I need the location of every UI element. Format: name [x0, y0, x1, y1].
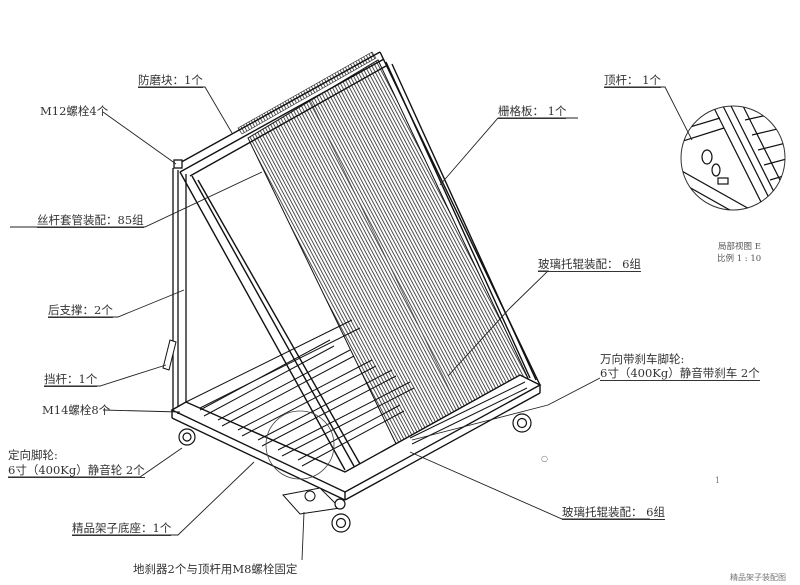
caster-right — [512, 413, 532, 433]
detail-view-e — [680, 105, 786, 211]
label-glass-roller-top: 玻璃托辊装配： 6组 — [538, 257, 641, 272]
label-fixed-caster-spec: 6寸（400Kg）静音轮 2个 — [8, 463, 145, 478]
label-m14-bolts: M14螺栓8个 — [42, 403, 111, 417]
casters — [178, 413, 532, 533]
label-glass-roller-bottom: 玻璃托辊装配： 6组 — [562, 505, 665, 520]
label-screw-sleeve: 丝杆套管装配：85组 — [37, 213, 144, 228]
floor-brake — [282, 487, 342, 515]
label-wear-block: 防磨块：1个 — [138, 73, 203, 88]
caster-front — [331, 513, 351, 533]
rear-support — [172, 159, 187, 414]
label-floor-brake: 地刹器2个与顶杆用M8螺栓固定 — [133, 562, 298, 576]
footer-title-partial: 精品架子装配图 — [730, 573, 786, 582]
detail-circle-marker — [265, 410, 335, 480]
stop-bar — [162, 339, 177, 371]
caster-center — [334, 498, 346, 510]
base-frame — [170, 319, 542, 501]
label-m12-bolts: M12螺栓4个 — [40, 104, 109, 118]
label-swivel-caster-spec: 6寸（400Kg）静音带刹车 2个 — [600, 366, 760, 381]
front-frame — [175, 51, 541, 471]
number-marker: 1 — [715, 476, 721, 485]
label-grid-plate: 栅格板： 1个 — [498, 104, 567, 119]
label-base: 精品架子底座：1个 — [72, 521, 172, 536]
circle-marker: ○ — [541, 454, 548, 463]
label-fixed-caster-title: 定向脚轮: — [8, 448, 58, 462]
label-stop-bar: 挡杆：1个 — [44, 372, 98, 387]
detail-view-scale: 比例 1 : 10 — [717, 254, 762, 264]
label-swivel-caster-title: 万向带刹车脚轮: — [600, 352, 685, 366]
label-rear-support: 后支撑：2个 — [48, 303, 113, 318]
detail-view-name: 局部视图 E — [718, 242, 761, 252]
label-top-bar: 顶杆： 1个 — [604, 73, 661, 88]
caster-rear-left — [178, 428, 196, 446]
